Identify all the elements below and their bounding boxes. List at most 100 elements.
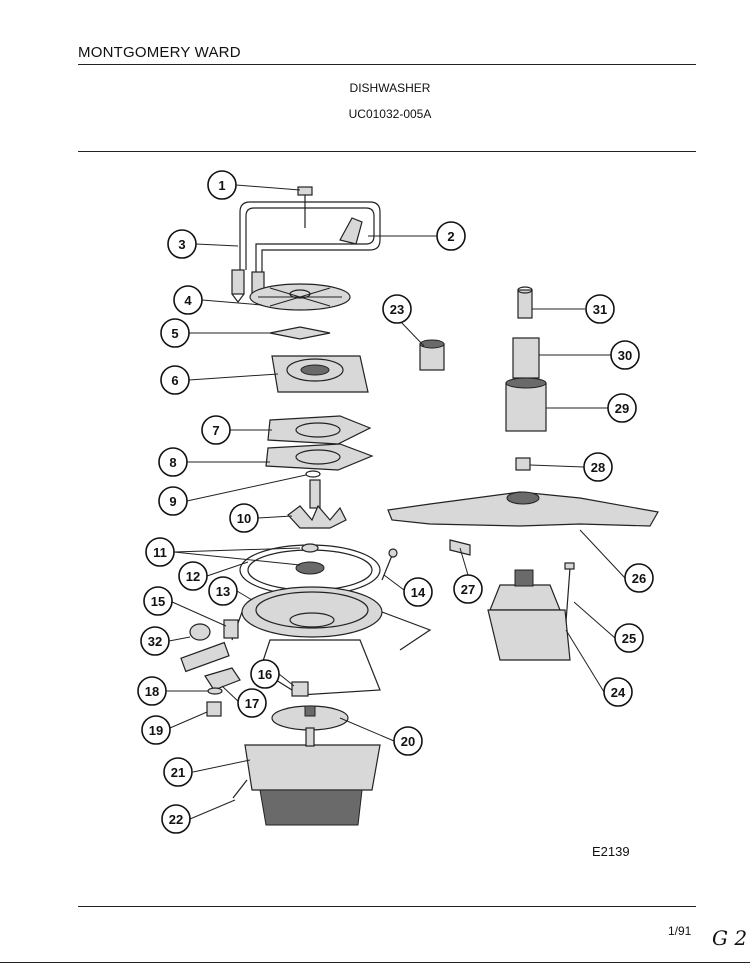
callout-10: 10	[229, 503, 259, 533]
callout-4: 4	[173, 285, 203, 315]
part-25-screw	[564, 562, 575, 623]
footer-rule	[78, 906, 696, 907]
callout-3: 3	[167, 229, 197, 259]
page-bottom-rule	[0, 962, 750, 963]
callout-27: 27	[453, 574, 483, 604]
part-20-disc	[271, 705, 349, 731]
callout-14: 14	[403, 577, 433, 607]
part-30-tube	[512, 337, 540, 379]
callout-19: 19	[141, 715, 171, 745]
callout-32: 32	[140, 626, 170, 656]
svg-text:19: 19	[149, 723, 163, 738]
part-23-bushing	[419, 339, 445, 371]
callout-17: 17	[237, 688, 267, 718]
handwritten-note: G 2	[712, 926, 748, 950]
callout-22: 22	[161, 804, 191, 834]
svg-text:14: 14	[411, 585, 426, 600]
svg-text:26: 26	[632, 571, 646, 586]
diagram-code: E2139	[592, 844, 630, 859]
part-26-spray-arm	[387, 491, 659, 556]
callout-25: 25	[614, 623, 644, 653]
part-28-screw	[515, 457, 531, 471]
part-1-bolt	[297, 186, 313, 228]
svg-text:30: 30	[618, 348, 632, 363]
svg-text:18: 18	[145, 684, 159, 699]
svg-text:11: 11	[153, 545, 167, 560]
part-4-impeller	[249, 283, 351, 311]
svg-text:8: 8	[169, 455, 176, 470]
callout-6: 6	[160, 365, 190, 395]
part-29-tube	[505, 377, 547, 432]
svg-text:25: 25	[622, 631, 636, 646]
leader-lines	[166, 184, 626, 820]
svg-text:31: 31	[593, 302, 607, 317]
part-6-pump-housing	[271, 355, 369, 393]
svg-text:17: 17	[245, 696, 259, 711]
model-number: UC01032-005A	[348, 107, 432, 121]
svg-text:3: 3	[178, 237, 185, 252]
part-31-cap	[517, 286, 533, 319]
svg-text:29: 29	[615, 401, 629, 416]
svg-text:32: 32	[148, 634, 162, 649]
svg-text:12: 12	[186, 569, 200, 584]
svg-text:4: 4	[184, 293, 192, 308]
svg-text:10: 10	[237, 511, 251, 526]
svg-text:22: 22	[169, 812, 183, 827]
callout-31: 31	[585, 294, 615, 324]
callout-9: 9	[158, 486, 188, 516]
brand-name: MONTGOMERY WARD	[78, 44, 241, 61]
part-22-screw	[232, 779, 248, 799]
svg-text:2: 2	[447, 229, 454, 244]
svg-text:7: 7	[212, 423, 219, 438]
callout-2: 2	[436, 221, 466, 251]
part-18-washer	[207, 687, 223, 695]
part-8-gasket	[265, 443, 374, 471]
part-32-fitting	[180, 623, 230, 673]
svg-text:6: 6	[171, 373, 178, 388]
part-drawings	[180, 186, 659, 826]
callout-13: 13	[208, 576, 238, 606]
part-16-coupling	[291, 681, 309, 697]
header-bottom-rule	[78, 151, 696, 152]
part-17-bracket	[204, 667, 241, 691]
svg-text:21: 21	[171, 765, 185, 780]
part-10-rotor	[287, 479, 347, 529]
callout-24: 24	[603, 677, 633, 707]
callout-30: 30	[610, 340, 640, 370]
part-7-plate	[267, 415, 372, 445]
part-19-nut	[206, 701, 222, 717]
product-title: DISHWASHER	[349, 81, 431, 95]
callout-5: 5	[160, 318, 190, 348]
callout-23: 23	[382, 294, 412, 324]
callout-21: 21	[163, 757, 193, 787]
part-15-grommet	[223, 619, 239, 639]
svg-text:28: 28	[591, 460, 605, 475]
callout-18: 18	[137, 676, 167, 706]
callout-15: 15	[143, 586, 173, 616]
callout-8: 8	[158, 447, 188, 477]
callout-16: 16	[250, 659, 280, 689]
callout-26: 26	[624, 563, 654, 593]
svg-text:20: 20	[401, 734, 415, 749]
callout-labels: 1 2 3 4 5 6 7 8 9 10 11 12 13 14 15 16 1…	[137, 170, 654, 834]
header-rule	[78, 64, 696, 65]
callout-7: 7	[201, 415, 231, 445]
page-date: 1/91	[668, 924, 692, 938]
callout-1: 1	[207, 170, 237, 200]
part-2-bracket	[339, 217, 363, 245]
part-9-ring	[305, 470, 321, 478]
svg-text:9: 9	[169, 494, 176, 509]
svg-text:27: 27	[461, 582, 475, 597]
part-24-pump	[487, 569, 571, 661]
callout-29: 29	[607, 393, 637, 423]
part-5-washer	[269, 326, 331, 340]
svg-text:5: 5	[171, 326, 178, 341]
svg-text:13: 13	[216, 584, 230, 599]
svg-text:23: 23	[390, 302, 404, 317]
callout-12: 12	[178, 561, 208, 591]
svg-text:16: 16	[258, 667, 272, 682]
svg-text:1: 1	[218, 178, 225, 193]
svg-text:15: 15	[151, 594, 165, 609]
svg-text:24: 24	[611, 685, 626, 700]
